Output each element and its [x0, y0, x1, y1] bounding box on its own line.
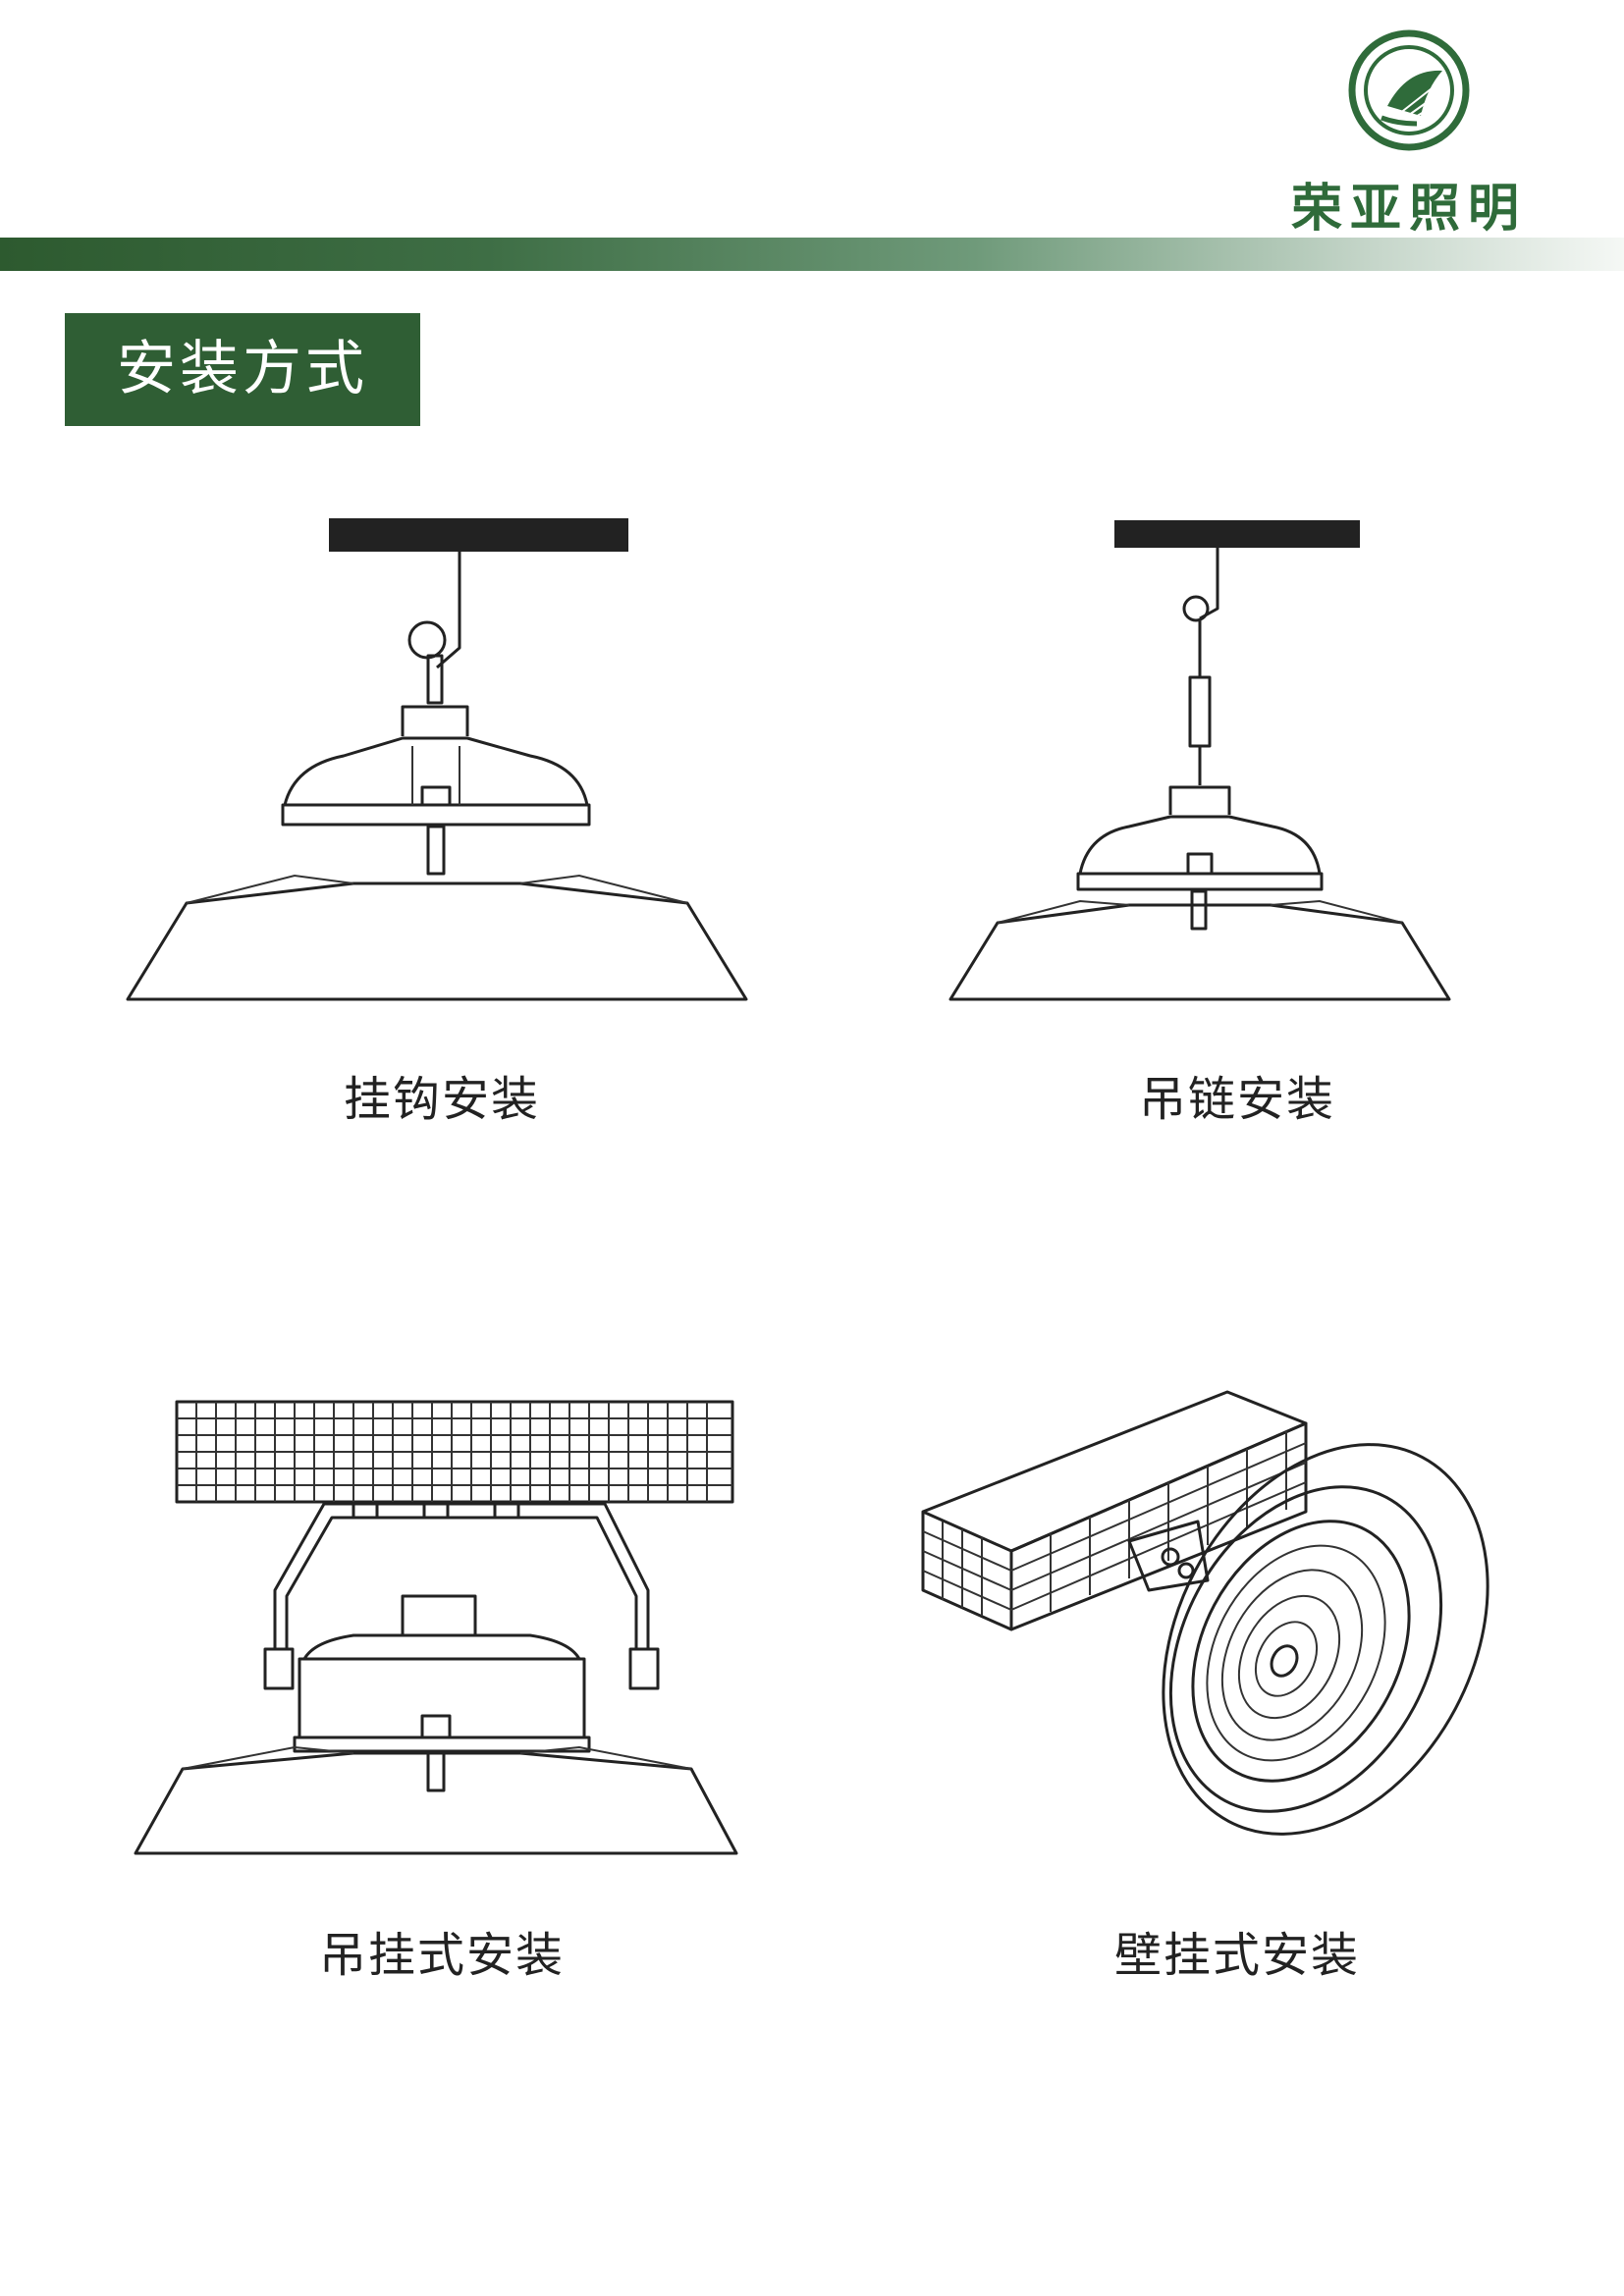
ceiling-hatch	[329, 518, 628, 552]
header-gradient-band	[0, 238, 1624, 271]
wall-beam-grid	[921, 1390, 1308, 1631]
hook-install-illustration	[126, 518, 748, 1001]
wall-install-illustration	[921, 1390, 1489, 1836]
method-label-bracket: 吊挂式安装	[318, 1928, 565, 1983]
method-label-wall: 壁挂式安装	[1113, 1928, 1360, 1983]
brand-logo: 荣亚照明	[1281, 29, 1537, 239]
method-label-hook: 挂钩安装	[343, 1072, 540, 1127]
brand-name: 荣亚照明	[1290, 180, 1527, 239]
bracket-install-illustration	[134, 1400, 738, 1855]
leaf-circle-logo-icon	[1348, 29, 1470, 151]
ceiling-grid	[175, 1400, 734, 1504]
chain-install-illustration	[948, 520, 1451, 1001]
section-title: 安装方式	[65, 313, 420, 426]
method-label-chain: 吊链安装	[1138, 1072, 1335, 1127]
ceiling-hatch	[1114, 520, 1360, 548]
